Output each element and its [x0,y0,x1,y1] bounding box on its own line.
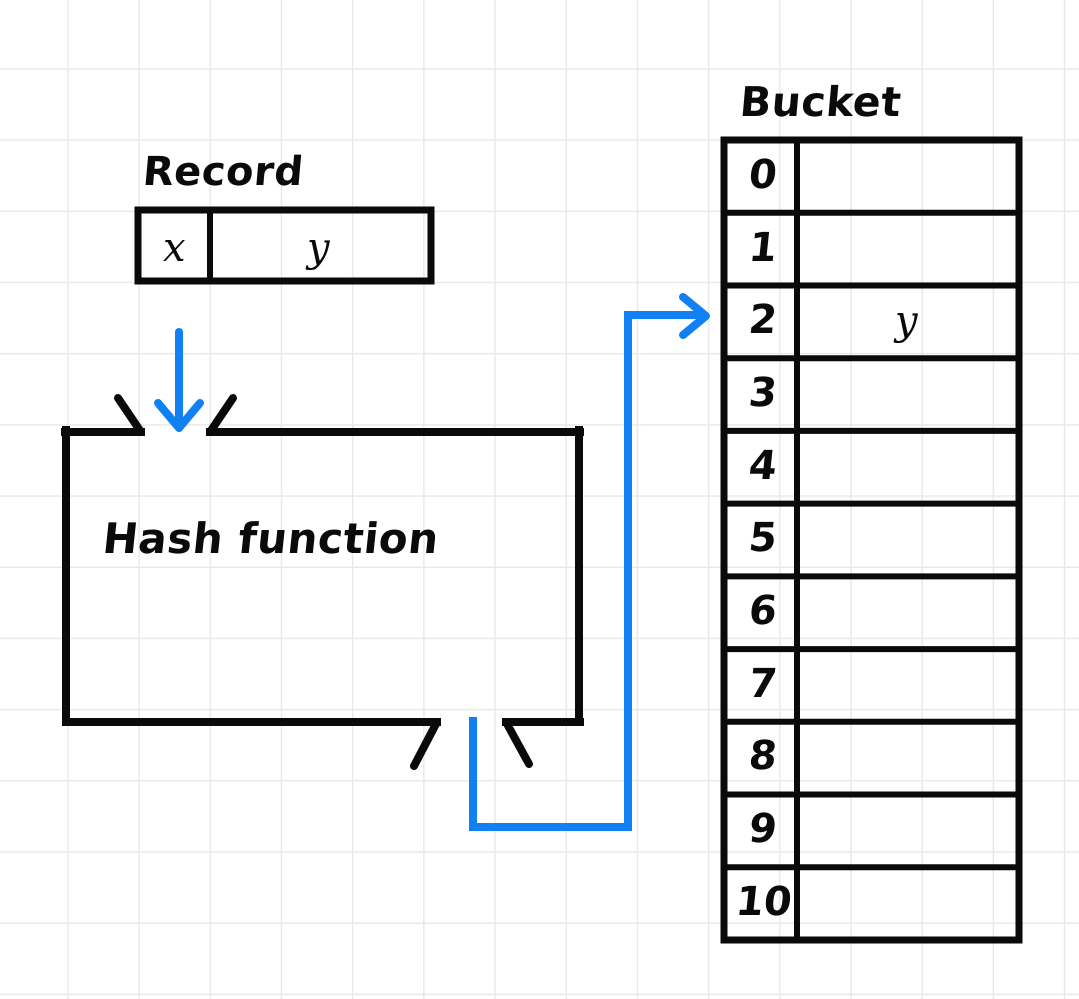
bucket-table-grid [720,136,1023,944]
hash-box-top-left-notch [114,394,145,436]
bucket-index-9: 9 [746,806,780,852]
output-arrow-blue [469,293,710,831]
record-key-cell: x [163,225,186,271]
record-title-label: Record [140,149,306,195]
record-box [134,206,435,285]
bucket-index-6: 6 [746,588,780,634]
record-value-cell: y [307,225,330,271]
bucket-index-0: 0 [746,152,780,198]
bucket-index-10: 10 [733,879,795,925]
hash-box-bottom-left-notch [410,718,441,770]
hash-box-top-right-notch [206,394,237,436]
bucket-table-outline [720,136,1023,944]
output-arrow-path [469,311,700,831]
bucket-title-label: Bucket [737,78,904,126]
bucket-index-2: 2 [746,297,780,343]
input-arrow-head [154,399,204,432]
hash-box-bottom-right-notch [502,718,533,768]
hash-function-box [61,394,584,770]
output-arrow-head [679,293,710,339]
bucket-index-1: 1 [746,225,780,271]
input-arrow-blue [154,328,204,432]
bucket-index-7: 7 [746,661,780,707]
bucket-index-5: 5 [746,515,780,561]
bucket-value-2: y [895,298,918,344]
bucket-index-3: 3 [746,370,780,416]
record-box-outline [134,206,435,285]
bucket-index-4: 4 [746,443,780,489]
bucket-index-8: 8 [746,733,780,779]
hash-function-label: Hash function [100,514,442,563]
